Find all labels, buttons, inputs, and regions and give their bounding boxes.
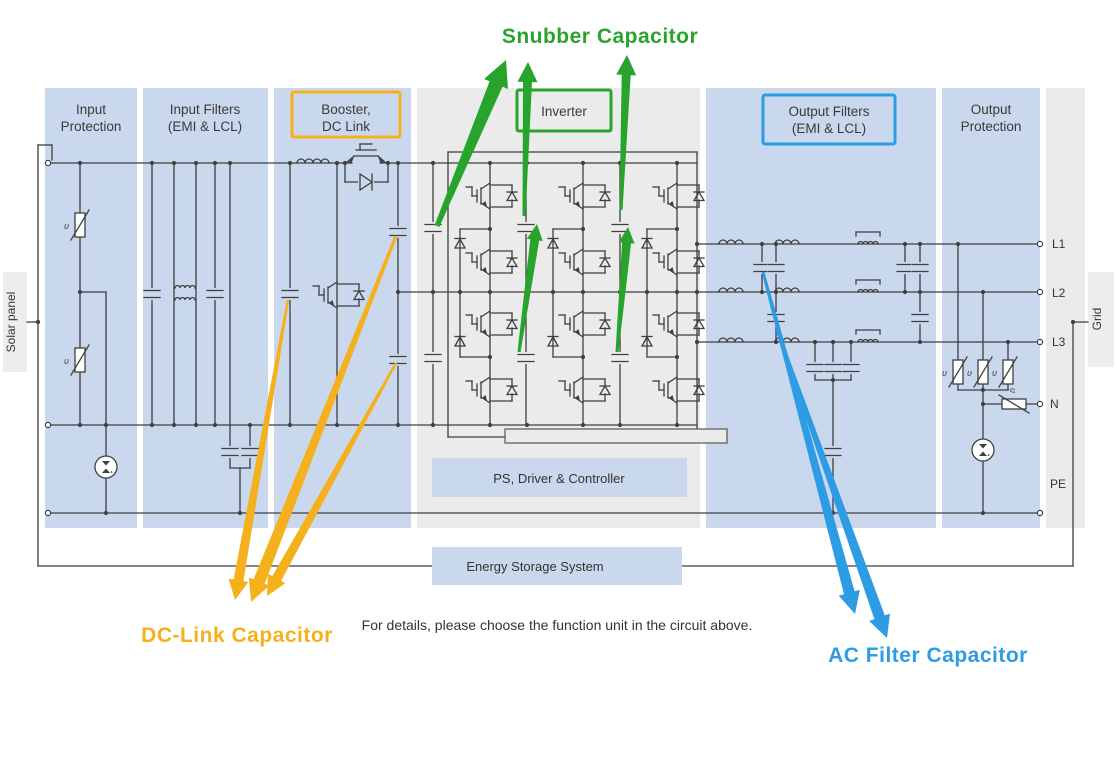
- line-label-l3: L3: [1052, 335, 1066, 349]
- line-label-l1: L1: [1052, 237, 1066, 251]
- capacitor-icon: [142, 287, 162, 301]
- ps-driver-controller-label: PS, Driver & Controller: [493, 471, 625, 486]
- capacitor-icon: [205, 287, 225, 301]
- capacitor-icon: [423, 351, 443, 365]
- gas-discharge-tube-icon: [971, 438, 995, 462]
- capacitor-icon: [766, 261, 786, 275]
- column-band-input-filters: [143, 88, 268, 528]
- annotation-arrows: [228, 55, 890, 638]
- capacitor-icon: [805, 361, 825, 375]
- footer-instruction: For details, please choose the function …: [362, 617, 753, 633]
- solar-panel-box: [3, 272, 27, 372]
- dclink-arrow-3: [267, 362, 397, 596]
- header-output-filters-1: Output Filters: [788, 104, 869, 119]
- line-label-l2: L2: [1052, 286, 1066, 300]
- terminal-icon: [1036, 509, 1044, 517]
- function-boxes: [290, 88, 897, 585]
- acfilter-arrow-2: [775, 329, 890, 638]
- capacitor-icon: [823, 361, 843, 375]
- terminal-icon: [44, 159, 52, 167]
- energy-storage-label: Energy Storage System: [466, 559, 603, 574]
- snubber-arrow-1: [434, 60, 508, 227]
- terminal-icon: [1036, 240, 1044, 248]
- solar-panel-label: Solar panel: [4, 292, 18, 353]
- capacitor-icon: [516, 351, 536, 365]
- line-label-n: N: [1050, 397, 1059, 411]
- diode-icon: [358, 172, 374, 192]
- header-booster-1: Booster,: [321, 102, 371, 117]
- snubber-arrow-4: [616, 55, 637, 211]
- controller-bus: [504, 428, 728, 444]
- header-inverter: Inverter: [541, 104, 587, 119]
- capacitor-icon: [388, 225, 408, 239]
- header-input-protection-2: Protection: [61, 119, 122, 134]
- snubber-arrow-3: [517, 224, 543, 353]
- capacitor-icon: [841, 361, 861, 375]
- column-band-input-protection: [45, 88, 137, 528]
- snubber-arrow-5: [615, 227, 635, 353]
- capacitor-icon: [610, 351, 630, 365]
- dclink-arrow-2: [248, 235, 398, 602]
- snubber-arrow-2: [517, 62, 538, 216]
- header-booster-2: DC Link: [322, 119, 370, 134]
- capacitor-icon: [823, 445, 843, 459]
- capacitor-icon: [220, 445, 240, 459]
- header-output-filters-2: (EMI & LCL): [792, 121, 866, 136]
- header-input-filters-1: Input Filters: [170, 102, 241, 117]
- booster-dclink-unit-box[interactable]: [290, 90, 402, 139]
- header-output-protection-2: Protection: [961, 119, 1022, 134]
- terminal-icon: [1036, 288, 1044, 296]
- output-filters-unit-box[interactable]: [761, 93, 897, 146]
- capacitor-icon: [910, 311, 930, 325]
- capacitor-icon: [280, 287, 300, 301]
- header-input-protection-1: Input: [76, 102, 106, 117]
- inverter-unit-box[interactable]: [515, 88, 613, 133]
- capacitor-icon: [240, 445, 260, 459]
- dclink-capacitor-annotation: DC-Link Capacitor: [141, 624, 333, 647]
- line-label-pe: PE: [1050, 477, 1066, 491]
- energy-storage-box[interactable]: [432, 547, 682, 585]
- terminal-icon: [44, 509, 52, 517]
- grid-box: [1088, 272, 1114, 367]
- line-label-strip-bg: [1046, 88, 1085, 528]
- terminal-icon: [1036, 338, 1044, 346]
- acfilter-capacitor-annotation: AC Filter Capacitor: [828, 644, 1028, 667]
- snubber-capacitor-annotation: Snubber Capacitor: [502, 25, 698, 48]
- capacitor-icon: [388, 353, 408, 367]
- terminal-icon: [44, 421, 52, 429]
- column-band-output-protection: [942, 88, 1040, 528]
- header-output-protection-1: Output: [971, 102, 1012, 117]
- terminal-icon: [1036, 400, 1044, 408]
- ps-driver-controller-box[interactable]: [432, 458, 687, 497]
- capacitor-icon: [910, 261, 930, 275]
- labels: Input Protection Input Filters (EMI & LC…: [4, 25, 1104, 667]
- gas-discharge-tube-icon: [94, 455, 118, 479]
- dclink-arrow-1: [228, 299, 290, 600]
- grid-label: Grid: [1090, 308, 1104, 331]
- header-input-filters-2: (EMI & LCL): [168, 119, 242, 134]
